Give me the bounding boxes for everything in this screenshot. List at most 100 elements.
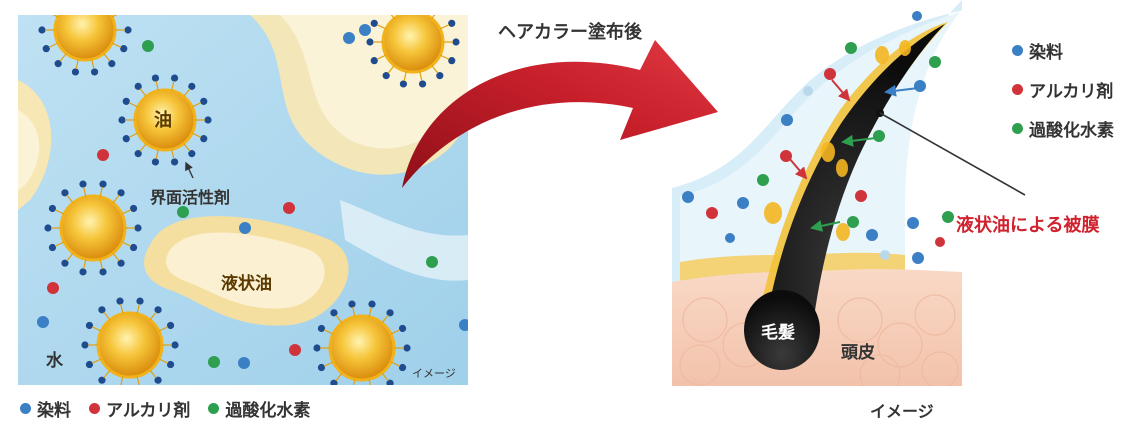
surfactant-tail — [120, 376, 124, 385]
surfactant-dot — [134, 82, 142, 90]
surfactant-dot — [99, 180, 107, 188]
surfactant-dot — [120, 45, 128, 53]
surfactant-dot — [117, 259, 125, 267]
micelle — [381, 15, 445, 74]
surfactant-tail — [352, 379, 356, 385]
surfactant-dot — [366, 38, 374, 46]
surfactant-tail — [390, 329, 401, 335]
surfactant-dot — [154, 306, 162, 314]
surfactant-dot — [79, 268, 87, 276]
surfactant-tail — [48, 42, 59, 48]
legend-label: アルカリ剤 — [1029, 82, 1114, 102]
surfactant-dot — [108, 60, 116, 68]
surfactant-tail — [112, 194, 120, 204]
surfactant-tail — [149, 369, 157, 379]
surfactant-tail — [139, 88, 147, 97]
surfactant-tail — [419, 71, 423, 82]
surfactant-dot — [448, 19, 456, 27]
surfactant-dot — [124, 26, 132, 34]
legend-label: アルカリ剤 — [106, 401, 191, 421]
surfactant-dot — [122, 97, 130, 105]
surfactant-dot — [134, 224, 142, 232]
right-legend: 染料アルカリ剤過酸化水素 — [1012, 38, 1114, 141]
surfactant-tail — [83, 259, 87, 270]
legend-label: 染料 — [37, 401, 71, 421]
surfactant-dot — [313, 344, 321, 352]
molecule-dot-icon — [20, 403, 31, 414]
surfactant-tail — [368, 379, 372, 385]
left-image-note: イメージ — [412, 367, 456, 380]
surfactant-dot — [448, 57, 456, 65]
surfactant-dot — [200, 97, 208, 105]
surfactant-dot — [386, 309, 394, 317]
scalp-label: 頭皮 — [841, 343, 875, 363]
surfactant-dot — [188, 150, 196, 158]
surfactant-tail — [111, 15, 118, 18]
surfactant-tail — [99, 259, 103, 270]
surfactant-dot — [43, 8, 50, 15]
surfactant-tail — [128, 102, 139, 108]
surfactant-dot — [188, 82, 196, 90]
legend-label: 過酸化水素 — [1029, 121, 1114, 141]
surfactant-tail — [191, 102, 202, 108]
surfactant-dot — [44, 224, 52, 232]
surfactant-dot — [81, 341, 89, 349]
surfactant-dot — [118, 116, 126, 124]
surfactant-dot — [166, 321, 175, 330]
bottom-legend: 染料 アルカリ剤 過酸化水素 — [20, 396, 310, 421]
surfactant-dot — [386, 379, 394, 385]
surfactant-tail — [83, 186, 87, 197]
surfactant-dot — [151, 74, 160, 82]
surfactant-dot — [120, 8, 127, 15]
molecule-dot-icon — [1012, 84, 1023, 95]
surfactant-tail — [390, 15, 395, 19]
surfactant-tail — [381, 372, 389, 382]
surfactant-tail — [149, 311, 157, 321]
surfactant-dot — [348, 388, 355, 395]
surfactant-dot — [171, 341, 179, 349]
surfactant-dot — [204, 116, 212, 124]
surfactant-tail — [431, 65, 439, 74]
surfactant-dot — [330, 379, 338, 385]
surfactant-dot — [90, 68, 99, 76]
film-leader-line — [879, 112, 1026, 196]
surfactant-tail — [104, 0, 110, 7]
surfactant-dots — [38, 0, 460, 395]
arrow-label: ヘアカラー塗布後 — [498, 22, 642, 43]
surfactant-dot — [403, 344, 411, 352]
surfactant-tail — [171, 80, 175, 91]
surfactant-dot — [136, 297, 144, 305]
surfactant-label: 界面活性剤 — [150, 188, 231, 207]
surfactant-tail — [91, 358, 102, 364]
surfactant-dot — [398, 324, 407, 333]
molecule-dot-icon — [89, 403, 100, 414]
surfactant-dot — [61, 259, 69, 267]
surfactant-tail — [60, 0, 66, 7]
water-label: 水 — [46, 351, 63, 371]
surfactant-tail — [103, 311, 111, 321]
surfactant-tail — [76, 0, 78, 1]
surfactant-dot — [79, 180, 87, 188]
surfactant-tail — [183, 143, 191, 152]
surfactant-dot — [436, 72, 444, 80]
surfactant-tail — [381, 314, 389, 324]
surfactant-tail — [54, 209, 65, 215]
surfactant-tail — [323, 329, 334, 335]
surfactant-tail — [431, 15, 436, 19]
oil-label: 油 — [154, 110, 172, 131]
surfactant-tail — [155, 149, 159, 160]
surfactant-dot — [368, 300, 376, 308]
surfactant-dot — [170, 74, 179, 82]
surfactant-tail — [335, 372, 343, 382]
surfactant-tail — [390, 361, 401, 367]
surfactant-tail — [136, 376, 140, 385]
micelle — [96, 311, 164, 379]
legend-label: 過酸化水素 — [225, 401, 311, 421]
surfactant-dot — [98, 376, 106, 384]
molecule-dot-icon — [1012, 45, 1023, 56]
surfactant-tail — [158, 358, 169, 364]
surfactant-dot — [116, 385, 123, 392]
surfactant-dot — [418, 80, 427, 88]
surfactant-tail — [103, 369, 111, 379]
surfactant-dot — [85, 321, 94, 330]
